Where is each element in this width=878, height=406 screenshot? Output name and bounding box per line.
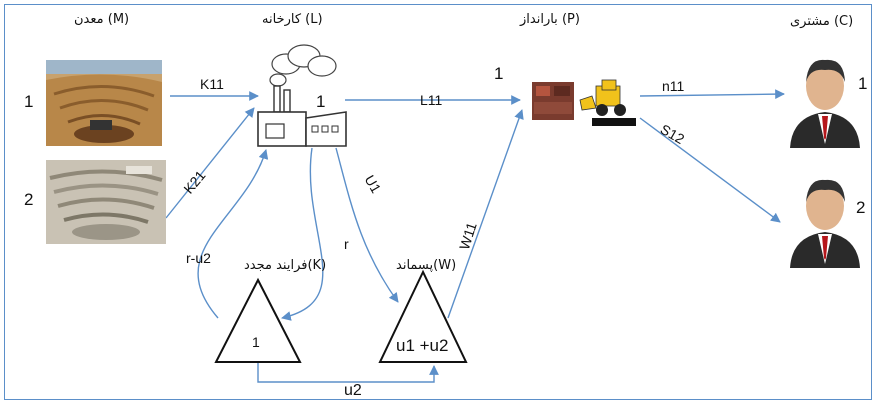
factory-icon	[256, 40, 348, 148]
arrow-u2	[257, 362, 439, 383]
label-r: r	[344, 236, 349, 252]
mine-1-image	[46, 60, 162, 146]
mine-1-index: 1	[24, 92, 34, 111]
header-port: بارانداز (P)	[520, 12, 580, 27]
mine-2-index: 2	[24, 190, 34, 209]
port-image	[532, 78, 640, 126]
port-index: 1	[494, 64, 504, 83]
arrow-r-u2	[197, 149, 269, 319]
waste-triangle	[378, 269, 468, 363]
recycle-triangle	[214, 277, 302, 363]
arrow-k21	[165, 107, 255, 219]
arrow-u1	[335, 147, 399, 303]
label-k11: K11	[200, 76, 224, 92]
waste-content: u1 +u2	[396, 336, 449, 355]
diagram-frame	[4, 4, 872, 400]
customer-1-index: 1	[858, 74, 868, 93]
label-r-u2: r-u2	[186, 250, 211, 266]
waste-label: پسماند(W)	[396, 258, 457, 273]
label-u2: u2	[344, 382, 362, 399]
header-factory: کارخانه (L)	[262, 12, 323, 27]
mine-2-image	[46, 160, 166, 244]
header-mine: معدن (M)	[74, 12, 130, 27]
arrow-n11	[639, 89, 785, 100]
header-customer: مشتری (C)	[790, 14, 854, 29]
label-l11: L11	[420, 92, 443, 108]
customer-2-index: 2	[856, 198, 866, 217]
customer-1-avatar	[788, 52, 862, 148]
arrow-r	[281, 147, 324, 321]
recycle-label: فرایند مجدد(K)	[244, 258, 327, 273]
arrow-w11	[447, 109, 524, 319]
recycle-index: 1	[252, 334, 260, 350]
label-n11: n11	[662, 78, 685, 94]
factory-index: 1	[316, 92, 326, 111]
arrow-s12	[639, 117, 781, 223]
customer-2-avatar	[788, 172, 862, 268]
